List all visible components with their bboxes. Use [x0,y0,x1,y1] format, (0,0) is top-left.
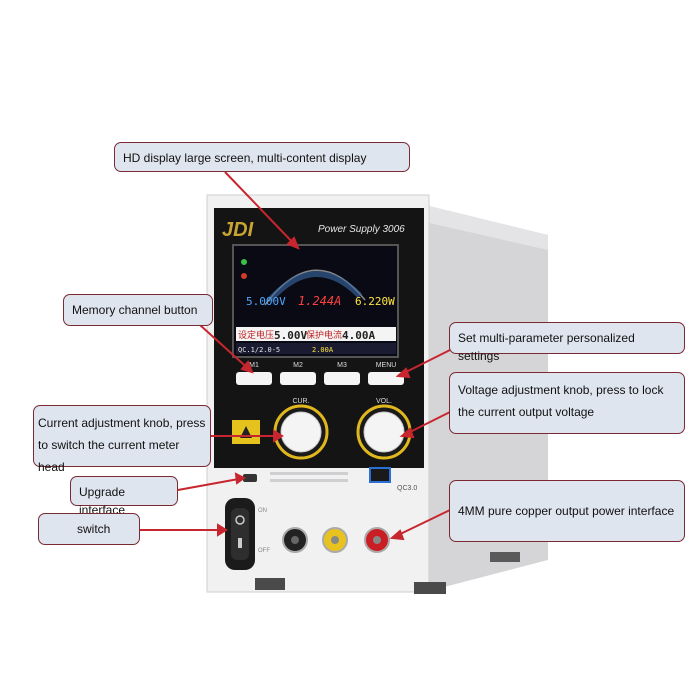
device-foot [490,552,520,562]
screen-protect-current: 4.00A [342,329,375,342]
current-knob[interactable] [273,404,329,460]
leader-line [177,477,245,491]
leader-line [224,171,299,249]
screen-voltage: 5.000V [246,295,286,308]
terminal-yellow[interactable] [322,527,348,553]
device-foot [414,582,446,594]
button-m1[interactable]: M1 [236,362,272,385]
knob-cur-label: CUR. [292,398,309,405]
callout-hd-display-text: HD display large screen, multi-content d… [123,151,367,165]
callout-voltage-knob: Voltage adjustment knob, press to lock t… [449,372,685,434]
switch-off-label: OFF [258,548,270,554]
callout-output-text: 4MM pure copper output power interface [458,504,675,518]
switch-on-label: ON [258,508,267,514]
svg-text:M2: M2 [293,362,303,369]
svg-text:M3: M3 [337,362,347,369]
device-foot [255,578,285,590]
screen-current: 1.244A [298,294,341,308]
screen-qc-current: 2.00A [312,346,334,354]
screen-protect-current-label: 保护电流 [306,329,342,341]
callout-memory-button: Memory channel button [63,294,213,326]
usb-qc-port[interactable] [369,467,391,483]
callout-memory-text: Memory channel button [72,303,198,317]
callout-voltage-text-1: Voltage adjustment knob, press to lock [458,383,664,397]
terminal-black[interactable] [282,527,308,553]
leader-line [199,324,253,373]
brand-logo: JDI [222,219,254,241]
screen-power: 6.220W [355,295,395,308]
callout-current-text-1: Current adjustment knob, press [38,416,206,430]
callout-current-knob: Current adjustment knob, press to switch… [33,405,211,474]
usb-qc-label: QC3.0 [397,485,417,492]
callout-output: 4MM pure copper output power interface [449,480,685,542]
callout-switch: switch [38,513,140,545]
voltage-knob[interactable] [356,404,412,460]
button-m2[interactable]: M2 [280,362,316,385]
screen-qc-mode: QC.1/2.0-5 [238,346,280,354]
callout-current-text-2: to switch the current meter head [38,438,180,474]
callout-settings-text: Set multi-parameter personalized setting… [458,331,635,363]
button-m3[interactable]: M3 [324,362,360,385]
callout-hd-display: HD display large screen, multi-content d… [114,142,410,172]
callout-switch-text: switch [77,522,111,536]
callout-settings: Set multi-parameter personalized setting… [449,322,685,363]
terminal-red[interactable] [364,527,390,553]
svg-text:MENU: MENU [376,362,397,369]
power-switch[interactable] [225,498,255,570]
upgrade-port[interactable] [243,474,257,482]
callout-upgrade: Upgrade interface [70,476,178,517]
screen-set-voltage: 5.00V [274,329,307,342]
knob-vol-label: VOL. [376,398,392,405]
callout-voltage-text-2: the current output voltage [458,405,595,419]
button-menu[interactable]: MENU [368,362,404,385]
svg-text:M1: M1 [249,362,259,369]
screen-set-voltage-label: 设定电压 [238,329,274,341]
model-label: Power Supply 3006 [318,224,405,235]
